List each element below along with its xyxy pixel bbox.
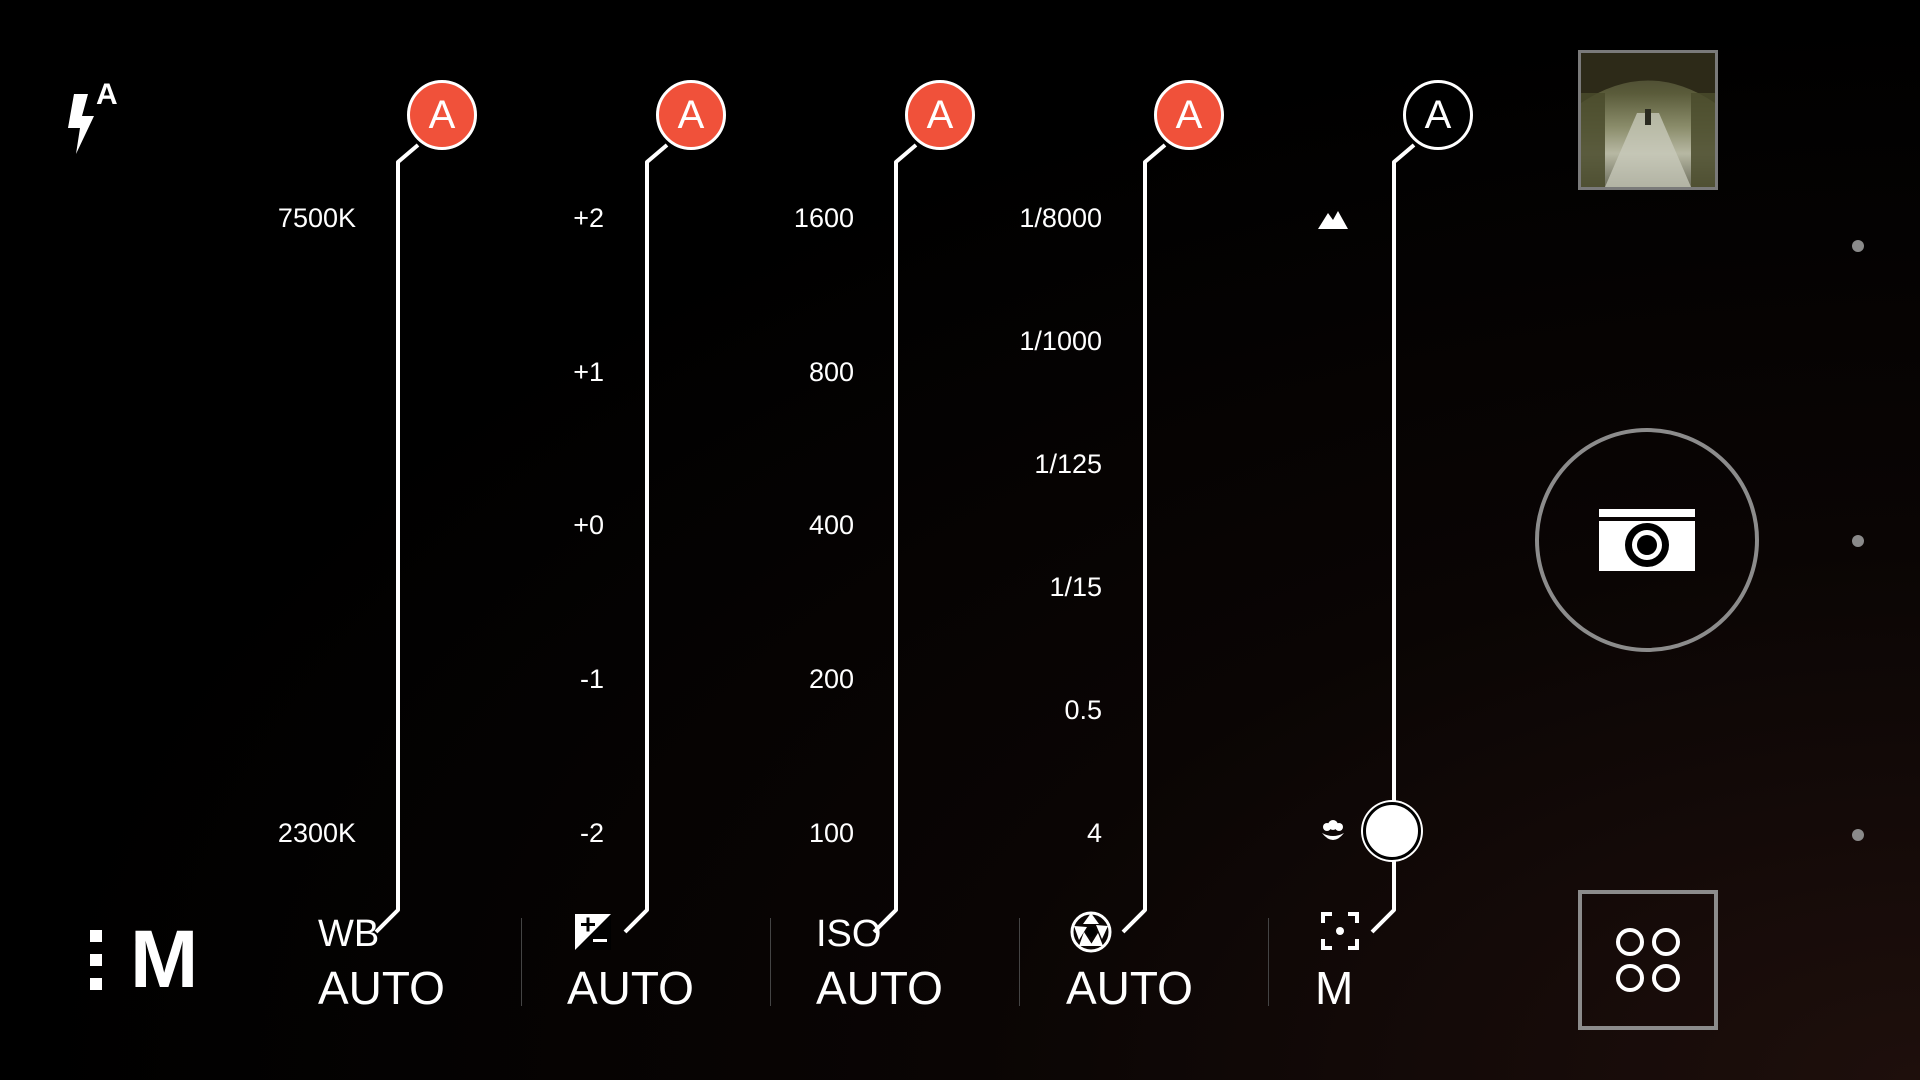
shutter-tick: 1/8000 [1019,203,1102,233]
iso-auto-badge[interactable]: A [905,80,975,150]
iso-value[interactable]: AUTO [816,962,943,1014]
shutter-tick: 4 [1086,818,1102,848]
divider [770,918,771,1006]
divider [1019,918,1020,1006]
ev-tick: -2 [579,818,604,848]
focus-slider-thumb[interactable] [1363,802,1421,860]
ev-auto-badge[interactable]: A [656,80,726,150]
divider [1268,918,1269,1006]
flash-mode-glyph: A [96,78,118,111]
iso-label: ISO [816,913,882,955]
shutter-tick: 1/1000 [1019,326,1102,356]
mode-label[interactable]: M [130,914,199,1005]
iso-tick: 800 [808,357,854,387]
wb-label: WB [318,913,380,955]
wb-value[interactable]: AUTO [318,962,445,1014]
shutter-value[interactable]: AUTO [1066,962,1193,1014]
flash-auto-button[interactable]: A [62,80,132,160]
ev-tick: +1 [573,357,604,387]
vertical-dots-icon [90,930,102,990]
iso-tick: 400 [808,510,854,540]
wb-tick: 2300K [277,818,356,848]
focus-value[interactable]: M [1315,962,1354,1014]
ev-tick: +0 [573,510,604,540]
ev-tick: -1 [579,664,604,694]
camera-modes-button[interactable] [1578,890,1718,1030]
wb-auto-badge[interactable]: A [407,80,477,150]
focus-auto-badge[interactable]: A [1403,80,1473,150]
ev-value[interactable]: AUTO [567,962,694,1014]
divider [521,918,522,1006]
thumbnail-image [1581,53,1715,187]
shutter-slider-track [1121,143,1167,934]
camera-icon [1599,509,1695,571]
iso-tick: 200 [808,664,854,694]
aperture-icon [1070,911,1112,953]
mode-menu-button[interactable] [86,928,106,992]
shutter-tick: 1/15 [1049,572,1102,602]
exposure-compensation-icon [575,914,611,950]
shutter-button[interactable] [1535,428,1759,652]
iso-tick: 100 [808,818,854,848]
shutter-tick: 1/125 [1034,449,1102,479]
four-circles-icon [1616,928,1680,992]
ev-slider-track [623,143,669,934]
gallery-thumbnail[interactable] [1578,50,1718,190]
wb-slider-track [374,143,420,934]
shutter-tick: 0.5 [1064,695,1102,725]
page-indicator-dot [1852,535,1864,547]
flash-auto-icon [68,94,94,154]
ev-tick: +2 [573,203,604,233]
wb-tick: 7500K [277,203,356,233]
focus-frame-icon [1321,912,1359,950]
iso-tick: 1600 [793,203,854,233]
macro-flower-icon [1322,820,1344,840]
page-indicator-dot [1852,829,1864,841]
iso-slider-track [872,143,918,934]
page-indicator-dot [1852,240,1864,252]
mountain-icon [1318,211,1348,229]
shutter-auto-badge[interactable]: A [1154,80,1224,150]
